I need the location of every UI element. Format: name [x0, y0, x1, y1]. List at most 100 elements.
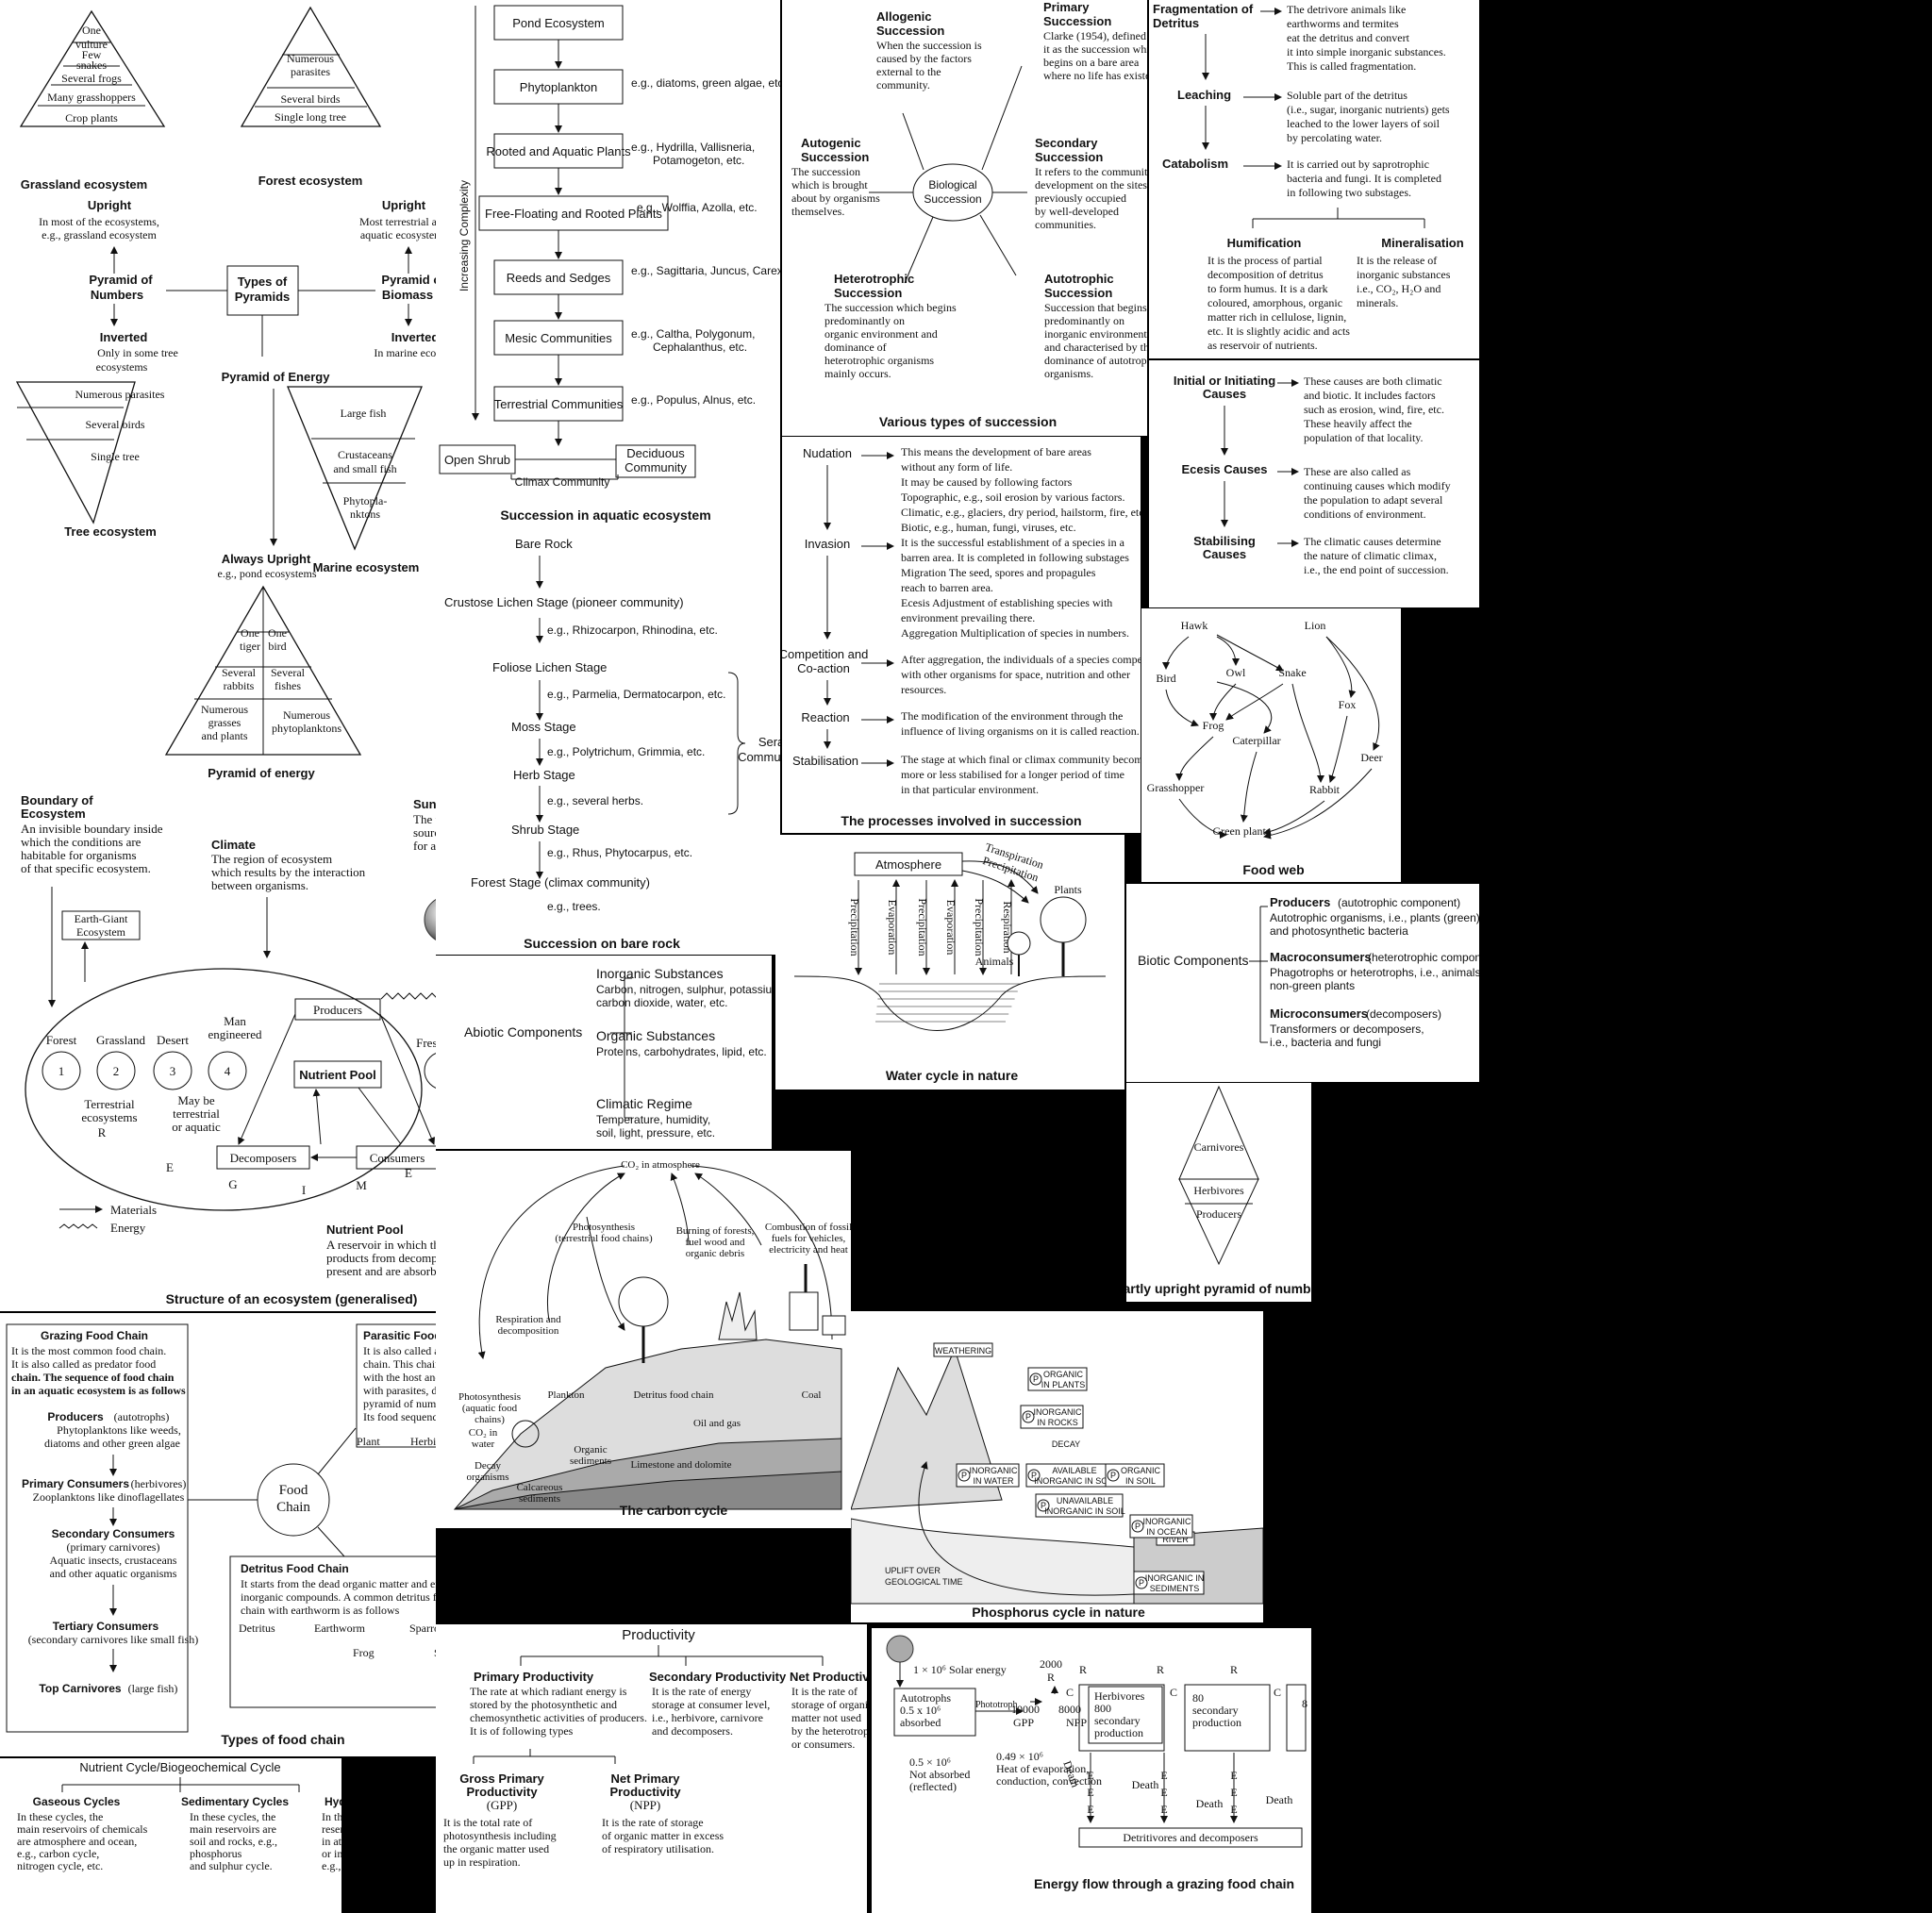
arc: [586, 1216, 625, 1331]
p-icon: [1027, 1469, 1041, 1482]
last-box: [1286, 1684, 1307, 1752]
succession-text: Clarke (1954), defined: [1043, 29, 1146, 42]
upright-heading: Upright: [88, 198, 132, 212]
abiotic-text: Carbon, nitrogen, sulphur, potassium,: [596, 983, 772, 996]
succession-step: Free-Floating and Rooted Plants: [485, 207, 662, 221]
npp-heading: Net Primary: [611, 1772, 681, 1786]
process-step: Competition and: [782, 647, 868, 661]
food-web-title: Food web: [1242, 862, 1304, 877]
arc: [670, 1173, 690, 1246]
succession-text: caused by the factors: [876, 52, 972, 65]
p-letter: P: [1041, 1501, 1046, 1510]
succession-text: heterotrophic organisms: [824, 354, 934, 367]
succession-text: The succession: [791, 165, 860, 178]
ecosystem-circle: [424, 1053, 436, 1089]
hyd-text: in atmosphere: [322, 1835, 341, 1848]
pyramid-top: [1178, 1085, 1259, 1180]
water-vertical-label: Precipitation: [973, 898, 986, 956]
causes-text: the population to adapt several: [1304, 493, 1443, 507]
phosphorus-label: ORGANIC: [1121, 1466, 1161, 1475]
arc: [690, 1165, 833, 1340]
leach-text: by percolating water.: [1287, 131, 1382, 144]
tree-level: Several birds: [86, 418, 145, 431]
not-absorbed-label: Not absorbed: [909, 1768, 970, 1781]
leach-heading: Leaching: [1177, 88, 1231, 102]
autotrophs-box: [893, 1688, 976, 1737]
food-web-arrow: [1216, 634, 1284, 672]
causes-text: i.e., the end point of succession.: [1304, 563, 1449, 576]
hyd-text: or in soil,: [322, 1847, 341, 1860]
r-label: R: [1047, 1671, 1055, 1684]
partly-level: Producers: [1196, 1207, 1241, 1221]
dfc-heading: Detritus Food Chain: [241, 1562, 349, 1575]
causes-text: conditions of environment.: [1304, 507, 1426, 521]
biotic-text: Transformers or decomposers,: [1270, 1023, 1424, 1036]
pfc-text: pyramid of number is inverted.: [363, 1397, 436, 1410]
carbon-label: (aquatic food: [462, 1403, 518, 1414]
pyramid-of-numbers: Pyramid of: [89, 273, 153, 287]
arc: [694, 1173, 762, 1246]
phosphorus-label: INORGANIC IN SOIL: [1044, 1506, 1125, 1516]
succession-text: communities.: [1035, 218, 1096, 231]
npp-text: of respiratory utilisation.: [602, 1842, 714, 1855]
process-step: Co-action: [797, 661, 850, 675]
carbon-label: Detritus food chain: [634, 1389, 714, 1401]
connector-line: [981, 65, 1023, 171]
climate-text: which results by the interaction: [211, 865, 366, 879]
hyd-heading: Hydrological Cycle: [325, 1795, 341, 1808]
co2-label: CO₂ in atmosphere: [621, 1159, 700, 1171]
regime-letter: R: [98, 1125, 107, 1139]
carbon-label: (terrestrial food chains): [555, 1233, 653, 1244]
sp-text: and decomposers.: [652, 1724, 733, 1738]
last-label: 8: [1302, 1697, 1307, 1710]
succession-text: themselves.: [791, 205, 844, 218]
succession-heading: Succession: [1035, 150, 1103, 164]
process-text: Aggregation Multiplication of species in…: [901, 626, 1129, 640]
succession-heading: Secondary: [1035, 136, 1098, 150]
upright-text: Most terrestrial and: [359, 215, 436, 228]
succession-text: inorganic environment: [1044, 327, 1147, 341]
connector-line: [317, 1526, 345, 1557]
connector-line: [979, 214, 1017, 276]
connector-line: [312, 1089, 322, 1145]
carbon-label: Photosynthesis: [458, 1391, 521, 1403]
carbon-label: Plankton: [547, 1389, 585, 1401]
np-text: matter not used: [791, 1711, 861, 1724]
process-text: without any form of life.: [901, 460, 1012, 474]
process-text: environment prevailing there.: [901, 611, 1035, 624]
dfc-seq: Detritus: [239, 1622, 275, 1635]
process-step: Nudation: [803, 446, 852, 460]
grassland-title: Grassland ecosystem: [21, 177, 147, 191]
abiotic-text: Proteins, carbohydrates, lipid, etc.: [596, 1045, 767, 1058]
succession-step: Mesic Communities: [505, 331, 612, 345]
regime-letter: I: [302, 1183, 306, 1197]
shrub-icon: [1007, 931, 1031, 956]
food-chain-center: Chain: [276, 1500, 310, 1515]
boundary-heading: Boundary of: [21, 793, 93, 807]
gfc-step: diatoms and other green algae: [44, 1437, 180, 1450]
energy-level: One: [268, 626, 287, 640]
seral-label: Seral: [758, 735, 780, 749]
abiotic-heading: Organic Substances: [596, 1028, 715, 1043]
bare-rock-example: e.g., Rhizocarpon, Rhinodina, etc.: [547, 624, 718, 637]
aquatic-example: e.g., Caltha, Polygonum,: [631, 327, 755, 341]
food-web-node: Caterpillar: [1232, 734, 1280, 747]
succession-heading: Succession: [834, 286, 902, 300]
bare-rock-stage: Herb Stage: [513, 768, 575, 782]
food-web-arrow: [1263, 768, 1373, 840]
water-vertical-label: Evaporation: [886, 900, 899, 956]
car-icon: [822, 1315, 846, 1336]
heat-label: 0.49 × 10⁶: [996, 1750, 1043, 1763]
sed-text: In these cycles, the: [190, 1810, 275, 1823]
energy-level: One: [241, 626, 259, 640]
c-label: C: [1274, 1686, 1281, 1699]
mine-text: It is the release of: [1357, 254, 1437, 267]
npp-text: It is the rate of storage: [602, 1816, 704, 1829]
causes-heading: Stabilising: [1193, 534, 1256, 548]
ecosystem-type-label: Man: [224, 1014, 246, 1028]
dfc-text: chain with earthworm is as follows: [241, 1604, 400, 1617]
connector-line: [902, 112, 924, 171]
